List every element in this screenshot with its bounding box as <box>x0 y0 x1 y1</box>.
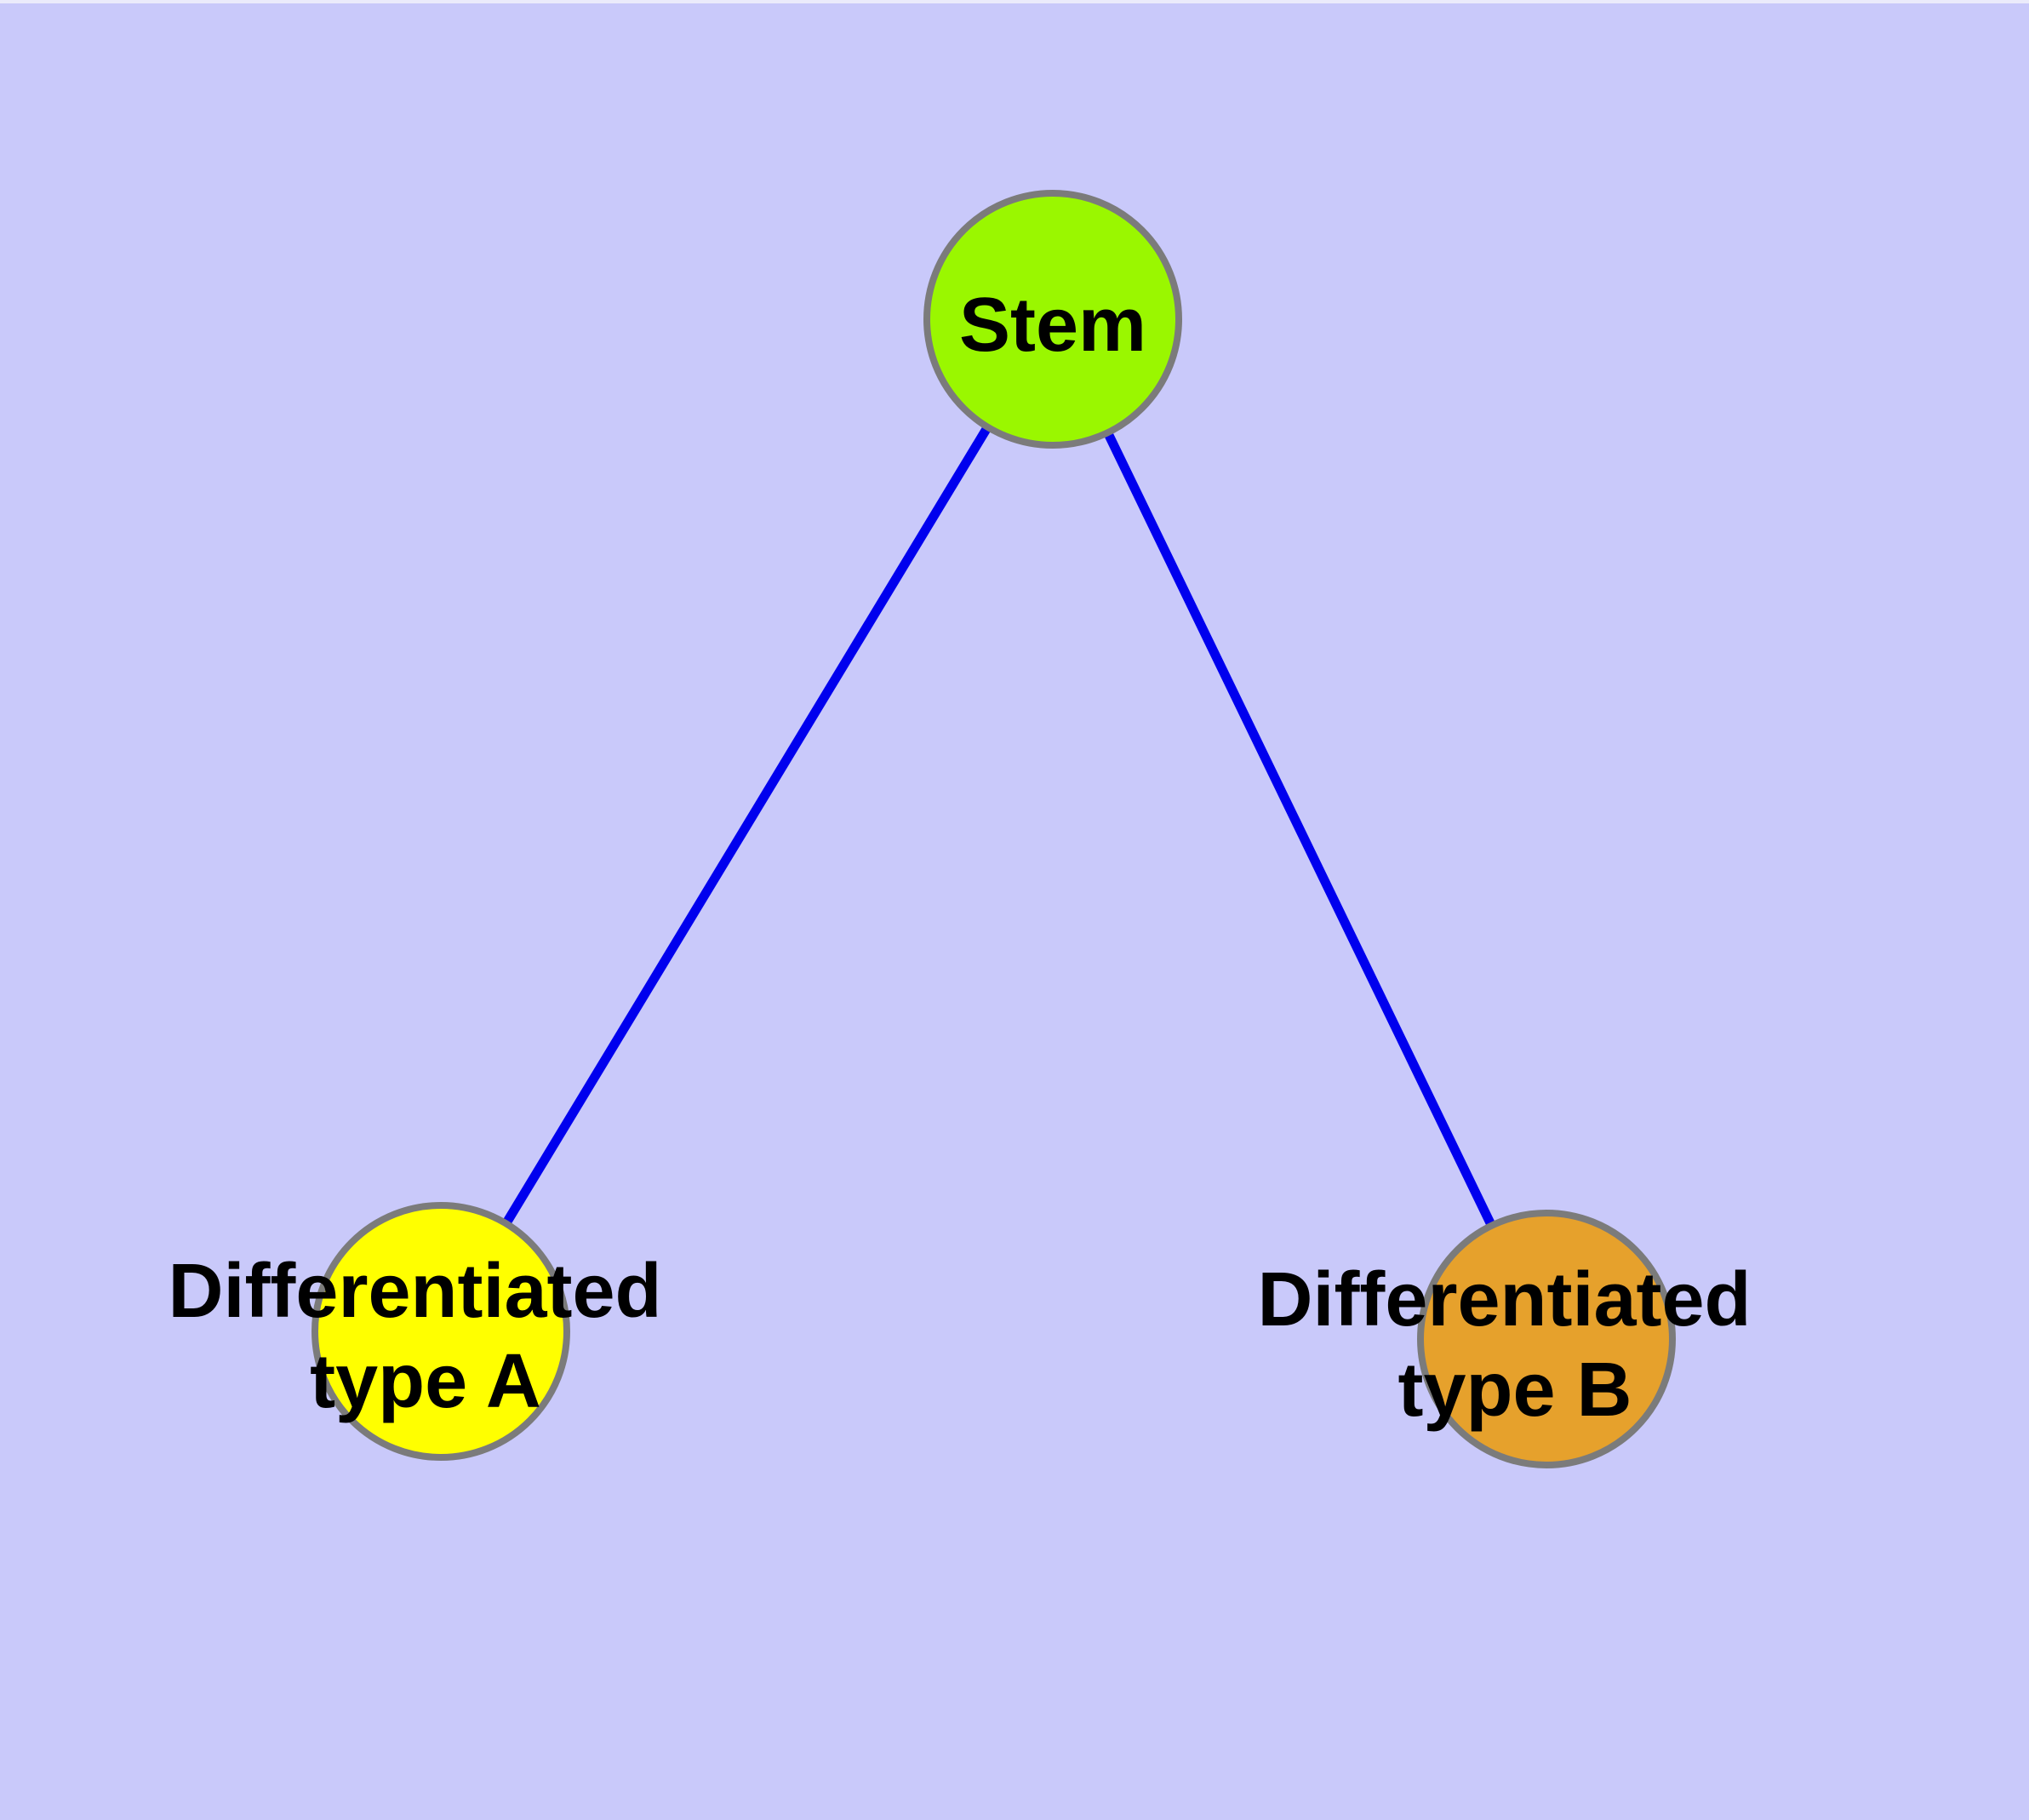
node-type-b-label-line1: Differentiated <box>1257 1257 1751 1342</box>
node-differentiated-type-a <box>311 1202 570 1461</box>
node-differentiated-type-b <box>1417 1210 1676 1468</box>
node-stem-label: Stem <box>959 283 1146 368</box>
node-type-b-label-line2: type B <box>1397 1348 1632 1433</box>
edge-stem-to-type-a <box>437 317 1057 1334</box>
node-type-b-label: Differentiated type B <box>1257 1257 1772 1433</box>
node-type-a-label-line1: Differentiated <box>168 1249 661 1334</box>
node-group <box>311 190 1676 1468</box>
node-type-a-label: Differentiated type A <box>168 1249 683 1424</box>
edge-group <box>437 317 1551 1342</box>
node-type-a-label-line2: type A <box>310 1339 541 1424</box>
canvas-top-edge <box>0 0 2029 3</box>
edge-stem-to-type-b <box>1049 317 1551 1342</box>
label-group: Stem Differentiated type A Differentiate… <box>168 283 1772 1433</box>
node-stem <box>923 190 1182 449</box>
